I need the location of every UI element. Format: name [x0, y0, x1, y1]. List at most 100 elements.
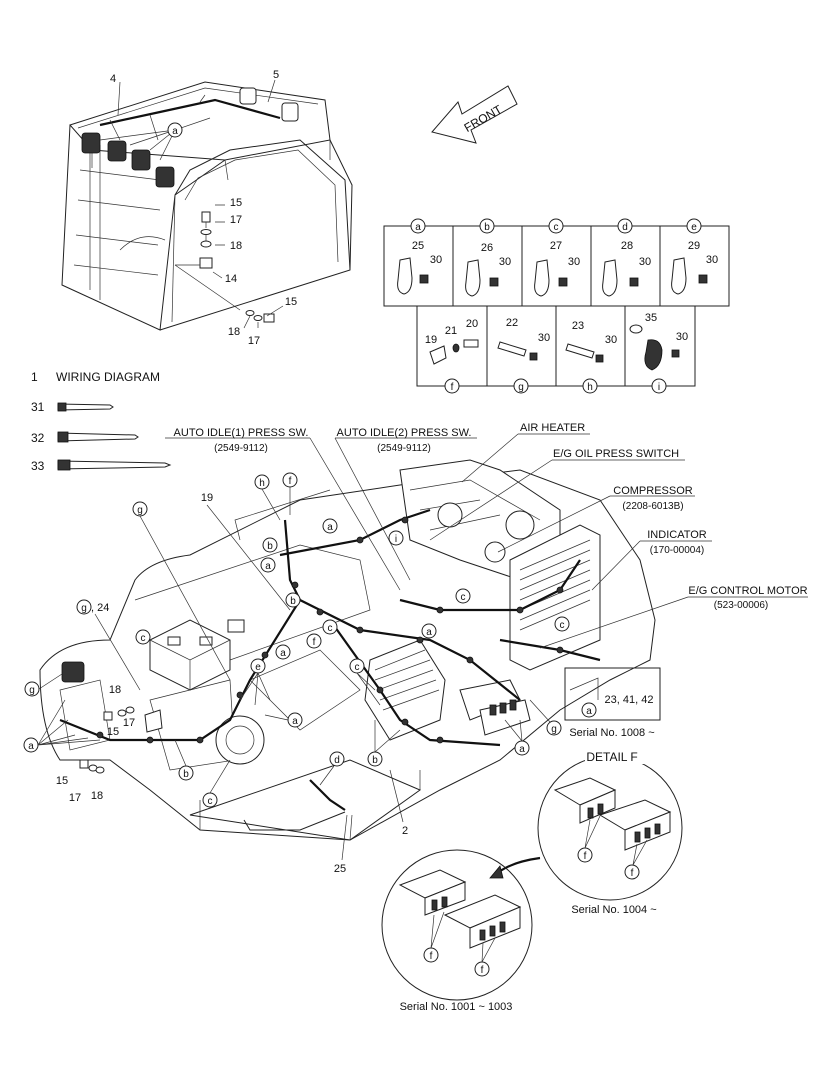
clip-part-28: 28: [621, 240, 633, 252]
callout-15-bottom: 15: [56, 775, 68, 787]
callout-2: 2: [402, 825, 408, 837]
clip-nut-a: 30: [430, 254, 442, 266]
clip-cell-c: c 27 30: [534, 218, 580, 297]
callout-15-main: 15: [107, 726, 119, 738]
indicator-label: INDICATOR: [647, 529, 707, 541]
callout-g-2: g: [29, 685, 35, 696]
clip-cell-i: i 35 30: [629, 312, 688, 394]
clip-cell-g: g 22 30: [497, 317, 550, 394]
clip-letter-g: g: [518, 382, 524, 393]
wiring-diagram-num: 1: [31, 370, 38, 384]
legend-left: 1 WIRING DIAGRAM 31 32 33: [31, 370, 172, 473]
clip-part-25: 25: [412, 240, 424, 252]
indicator-pn: (170-00004): [650, 545, 704, 556]
callout-18-main: 18: [109, 684, 121, 696]
clip-nut-b: 30: [499, 256, 511, 268]
detail-old-letter-2: f: [481, 965, 484, 976]
detail-f-letter-1: f: [584, 851, 587, 862]
front-direction-arrow: FRONT: [431, 85, 518, 144]
battery: [149, 619, 231, 691]
clip-cell-e: e 29 30: [671, 218, 718, 295]
callout-c-2: c: [560, 620, 565, 631]
clip-nut-i: 30: [676, 331, 688, 343]
clip-letter-c: c: [554, 222, 559, 233]
clip-nut-g: 30: [538, 332, 550, 344]
callout-b-2: b: [290, 596, 296, 607]
auto-idle1-label: AUTO IDLE(1) PRESS SW.: [174, 427, 309, 439]
control-motor-label: E/G CONTROL MOTOR: [688, 585, 807, 597]
callout-i: i: [395, 534, 397, 545]
callout-17: 17: [230, 214, 242, 226]
callout-18-bottom: 18: [91, 790, 103, 802]
callout-15: 15: [230, 197, 242, 209]
clip-part-35: 35: [645, 312, 657, 324]
clip-table: a 25 30 b 26 30 c 27 30 d 28 30: [383, 218, 730, 394]
swing-motor: [215, 715, 265, 765]
detail-f-serial: Serial No. 1004 ~: [571, 904, 656, 916]
clip-nut-e: 30: [706, 254, 718, 266]
callout-a-2: a: [265, 561, 271, 572]
callout-c-3: c: [328, 623, 333, 634]
callout-b-4: b: [372, 755, 378, 766]
callout-14: 14: [225, 273, 237, 285]
callout-c-1: c: [461, 592, 466, 603]
callout-a-5: a: [28, 741, 34, 752]
callout-g-24: g: [81, 603, 87, 614]
callout-g-3: g: [551, 724, 557, 735]
clip-part-23: 23: [572, 320, 584, 332]
auto-idle2-label: AUTO IDLE(2) PRESS SW.: [337, 427, 472, 439]
callout-a-6: a: [292, 716, 298, 727]
tie-num-31: 31: [31, 400, 45, 414]
callout-f: f: [289, 476, 292, 487]
rear-lamp: [239, 87, 299, 122]
machine-frame: [39, 459, 656, 841]
callout-b-3: b: [183, 769, 189, 780]
cab-assembly: 4 5 a 15 17 18 14 15 18 17: [61, 69, 353, 347]
clip-part-22: 22: [506, 317, 518, 329]
clip-cell-d: d 28 30: [602, 218, 651, 297]
relay: [227, 619, 245, 633]
callout-circle-a: [167, 122, 183, 138]
clip-letter-d: d: [622, 222, 628, 233]
component-labels: AUTO IDLE(1) PRESS SW. (2549-9112) AUTO …: [165, 422, 808, 649]
serial-1008-inset: 23, 41, 42 a Serial No. 1008 ~: [564, 667, 661, 739]
callout-25: 25: [334, 863, 346, 875]
callout-a: a: [172, 126, 178, 137]
air-heater-label: AIR HEATER: [520, 422, 585, 434]
clip-letter-f: f: [451, 382, 454, 393]
clip-cell-b: b 26 30: [465, 218, 511, 297]
clip-part-20: 20: [466, 318, 478, 330]
callout-c-5: c: [355, 662, 360, 673]
clip-part-27: 27: [550, 240, 562, 252]
detail-old-letter-1: f: [430, 951, 433, 962]
callout-d: d: [334, 755, 340, 766]
control-valve: [459, 679, 531, 736]
work-lamp: [81, 132, 175, 188]
callout-b-1: b: [267, 541, 273, 552]
clip-letter-a: a: [415, 222, 421, 233]
compressor-label: COMPRESSOR: [613, 485, 693, 497]
callout-a-7: a: [519, 744, 525, 755]
callout-4: 4: [110, 73, 116, 85]
callout-e: e: [255, 662, 261, 673]
serial-1008-text: Serial No. 1008 ~: [569, 727, 654, 739]
radiator: [509, 524, 601, 671]
auto-idle1-pn: (2549-9112): [214, 443, 268, 454]
callout-5: 5: [273, 69, 279, 81]
main-callouts: 19 h f g a i a b c c b c a f c a e c g ,…: [23, 472, 570, 875]
clip-part-29: 29: [688, 240, 700, 252]
callout-a-1: a: [327, 522, 333, 533]
callout-17-main: 17: [123, 717, 135, 729]
callout-17-lower: 17: [248, 335, 260, 347]
clip-letter-i: i: [658, 382, 660, 393]
front-label: FRONT: [462, 102, 505, 135]
callout-f-2: f: [313, 637, 316, 648]
engine: [399, 459, 561, 581]
detail-old-inset: f f Serial No. 1001 ~ 1003: [381, 849, 533, 1013]
callout-a-4: a: [280, 648, 286, 659]
clip-part-21: 21: [445, 325, 457, 337]
detail-f-inset: DETAIL F f f Serial No. 1004 ~: [537, 750, 683, 916]
wiring-diagram-label: WIRING DIAGRAM: [56, 370, 160, 384]
clip-cell-f: f 19 21 20: [425, 318, 479, 394]
